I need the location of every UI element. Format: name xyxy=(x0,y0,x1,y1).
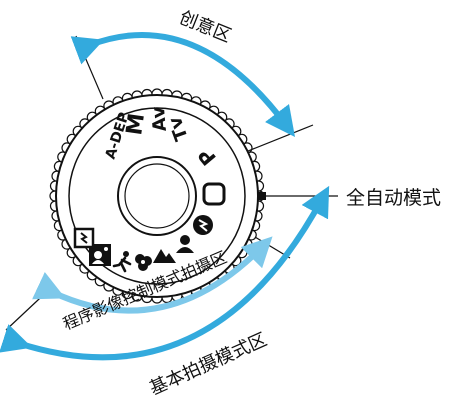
creative-zone-arrow xyxy=(70,32,296,137)
dial-mode-m: M xyxy=(122,112,150,137)
flash-off-icon xyxy=(193,215,213,235)
full-auto-label: 全自动模式 xyxy=(346,187,441,209)
dial-center-knob xyxy=(117,156,197,236)
basic-zone-arrow xyxy=(0,185,330,361)
green-square-icon xyxy=(202,182,226,206)
dial-index-marker xyxy=(258,192,266,200)
divider-line-lower-left xyxy=(5,284,55,331)
flash-off-small-icon xyxy=(73,227,95,249)
divider-line-right xyxy=(247,124,314,152)
basic-zone-label: 基本拍摄模式区 xyxy=(146,329,270,399)
divider-line-top xyxy=(75,35,104,100)
